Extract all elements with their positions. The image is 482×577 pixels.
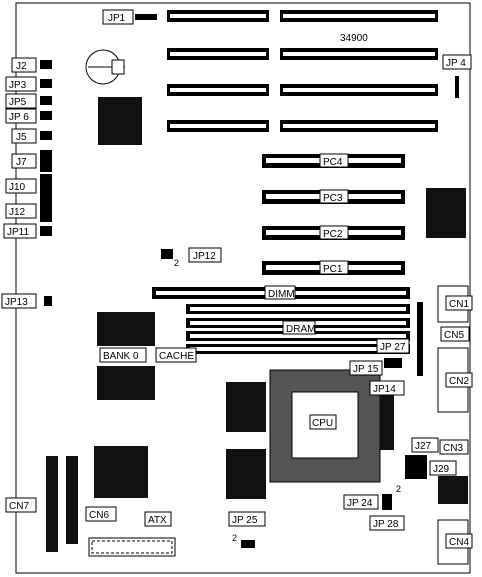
- cpu-box: [309, 414, 337, 430]
- board-code: 34900: [340, 33, 368, 44]
- cn1-label: CN1: [449, 299, 469, 310]
- jp24-pin-mark: 2: [396, 484, 401, 494]
- j29-box: [429, 460, 457, 476]
- jp13-label: JP13: [5, 297, 28, 308]
- dram-label: DRAM: [286, 324, 315, 335]
- jp14-label: JP14: [373, 384, 396, 395]
- cn7-label: CN7: [9, 501, 29, 512]
- jp1-box: [102, 9, 134, 25]
- jp4-pins: [455, 76, 459, 98]
- j10-label: J10: [9, 182, 26, 193]
- right-chip: [426, 188, 466, 238]
- cn6-box: [85, 506, 117, 522]
- jp11-label: JP11: [7, 227, 29, 238]
- pc3-label: PC3: [323, 193, 343, 204]
- jp15-box: [349, 360, 383, 376]
- cache-label: CACHE: [159, 351, 194, 362]
- cache-chip-2: [97, 366, 155, 400]
- pc1-box: [319, 260, 349, 275]
- atx-connector: [88, 537, 176, 557]
- j5-label: J5: [16, 132, 27, 143]
- jp27-label: JP 27: [380, 342, 406, 353]
- jp1-label: JP1: [108, 13, 126, 24]
- pc4-label: PC4: [323, 157, 343, 168]
- jp27-pins: [384, 358, 402, 368]
- dimm-box: [264, 285, 296, 300]
- cpu-label: CPU: [312, 418, 333, 429]
- jp25-pins: [241, 540, 255, 548]
- jp12-box: [188, 247, 222, 263]
- atx-box: [144, 511, 172, 527]
- jp25-label: JP 25: [232, 515, 258, 526]
- cn7-box: [5, 497, 37, 513]
- pc3-box: [319, 189, 349, 204]
- ide-header-1: [46, 456, 58, 552]
- battery: [85, 49, 125, 85]
- j27-label: J27: [415, 441, 432, 452]
- chipset-2: [226, 449, 266, 499]
- cn3-box: [439, 439, 469, 455]
- jp24-box: [343, 494, 379, 510]
- bank0-box: [99, 347, 147, 363]
- cn2-label: CN2: [449, 376, 469, 387]
- jp24-label: JP 24: [347, 498, 373, 509]
- jp12-pins: [161, 249, 173, 259]
- cache-box: [155, 347, 197, 363]
- j27-box: [411, 437, 439, 453]
- lower-left-chip: [94, 446, 148, 498]
- jp14-box: [369, 380, 405, 396]
- j12-label: J12: [9, 207, 26, 218]
- jp28-label: JP 28: [373, 519, 399, 530]
- usb-port: [438, 476, 468, 504]
- ide-header-2: [66, 456, 78, 544]
- dimm-label: DIMM: [268, 289, 295, 300]
- cache-chip-1: [97, 312, 155, 346]
- bank0-label: BANK 0: [103, 351, 139, 362]
- bios-chip: [98, 97, 142, 145]
- pc4-box: [319, 153, 349, 168]
- left-jumpers: J2 JP3 JP5 JP 6 J5 J7 J10 J12 JP11 JP13: [1, 57, 52, 309]
- jp28-box: [369, 515, 405, 531]
- cn1-box: [445, 295, 473, 311]
- j29-label: J29: [433, 464, 450, 475]
- pc2-label: PC2: [323, 229, 343, 240]
- jp5-label: JP5: [9, 97, 27, 108]
- jp1-pins: [135, 14, 157, 20]
- pc2-box: [319, 225, 349, 240]
- jp3-label: JP3: [9, 80, 27, 91]
- cn5-box: [440, 326, 470, 342]
- jp12-pin-mark: 2: [174, 258, 179, 268]
- vrm-block: [380, 390, 394, 450]
- j2-label: J2: [16, 61, 27, 72]
- cn4-box: [445, 533, 473, 549]
- jp25-pin-mark: 2: [232, 533, 237, 543]
- chipset-1: [226, 382, 266, 432]
- isa-slots: [167, 10, 438, 132]
- dram-box: [282, 320, 316, 335]
- j7-label: J7: [16, 157, 27, 168]
- cn2-box: [445, 372, 473, 388]
- cn3-label: CN3: [443, 443, 463, 454]
- j29-pins: [405, 455, 427, 479]
- jp27-box: [376, 338, 410, 354]
- cn5-header: [417, 302, 423, 376]
- jp6-label: JP 6: [9, 112, 29, 123]
- cn5-label: CN5: [444, 330, 464, 341]
- jp4-box: [442, 54, 472, 70]
- cn4-label: CN4: [449, 537, 469, 548]
- atx-label: ATX: [148, 515, 167, 526]
- jp25-box: [228, 511, 266, 527]
- jp24-pins: [382, 494, 392, 510]
- pc1-label: PC1: [323, 264, 343, 275]
- jp4-label: JP 4: [446, 58, 466, 69]
- cn6-label: CN6: [89, 510, 109, 521]
- jp12-label: JP12: [193, 251, 216, 262]
- jp15-label: JP 15: [353, 364, 379, 375]
